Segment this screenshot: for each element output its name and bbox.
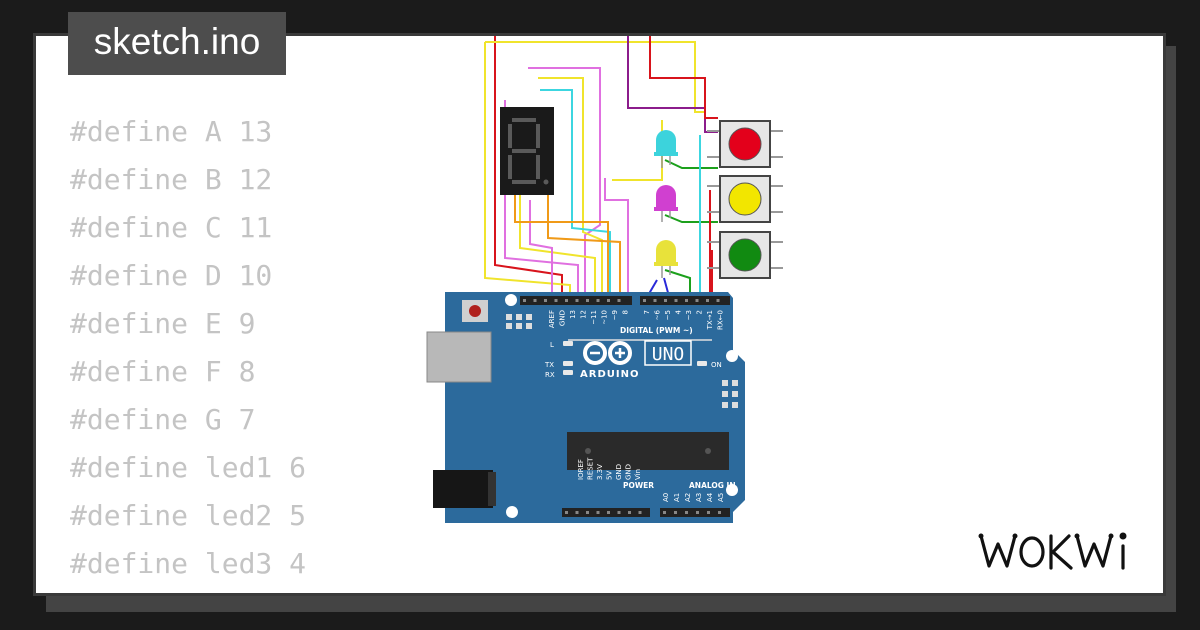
pushbutton-yellow[interactable] <box>707 175 783 223</box>
code-line: #define F 8 <box>70 355 256 388</box>
pin-label: IOREF <box>577 459 585 480</box>
header-pin <box>685 299 688 302</box>
code-line: #define A 13 <box>70 115 273 148</box>
pin-label: A0 <box>662 493 670 502</box>
circuit-diagram: UNO ARDUINO DIGITAL (PWM ~) ANALOG IN PO… <box>426 36 783 523</box>
header-pin <box>544 299 547 302</box>
code-line: #define led3 4 <box>70 547 307 580</box>
header-pin <box>596 511 600 514</box>
led-magenta <box>654 185 678 222</box>
header-pin <box>607 299 610 302</box>
code-line: #define G 7 <box>70 403 256 436</box>
code-line: #define D 10 <box>70 259 273 292</box>
code-line: #define B 12 <box>70 163 273 196</box>
header-pin <box>523 299 526 302</box>
pin-label: 13 <box>569 310 577 319</box>
pin-label: A5 <box>717 493 725 502</box>
pushbutton-green[interactable] <box>707 231 783 279</box>
pin-label: ~3 <box>685 310 693 320</box>
header-pin <box>628 511 631 514</box>
header-pin <box>596 299 600 302</box>
header-pin <box>674 299 678 302</box>
uno-label: UNO <box>652 344 685 365</box>
pin-label: AREF <box>548 310 556 328</box>
header-pin <box>617 511 621 514</box>
pin-label: GND <box>615 464 623 480</box>
pin-label: 4 <box>675 309 683 314</box>
arduino-label: ARDUINO <box>580 369 639 380</box>
header-pin <box>533 299 537 302</box>
header-pin <box>696 511 699 514</box>
header-pin <box>617 299 621 302</box>
pin-label: GND <box>559 310 567 326</box>
rx-label: RX <box>545 371 555 379</box>
header-pin <box>716 299 720 302</box>
pin-label: Vin <box>634 469 642 480</box>
pin-label: ~6 <box>654 309 662 320</box>
pin-label: A1 <box>673 493 681 502</box>
analog-label: ANALOG IN <box>689 481 736 490</box>
led-yellow <box>654 240 678 278</box>
pushbutton-red[interactable] <box>707 120 783 168</box>
header-pin <box>575 299 579 302</box>
header-pin <box>638 511 642 514</box>
header-pin <box>565 299 568 302</box>
code-line: #define E 9 <box>70 307 256 340</box>
header-pin <box>663 511 666 514</box>
pin-label: ~9 <box>611 310 619 320</box>
pin-label: TX→1 <box>706 310 714 330</box>
pin-label: GND <box>625 464 633 480</box>
pin-label: 2 <box>696 310 704 314</box>
header-pin <box>607 511 610 514</box>
header-pin <box>674 511 677 514</box>
header-pin <box>643 299 646 302</box>
pin-label: RESET <box>587 457 595 480</box>
code-line: #define led1 6 <box>70 451 307 484</box>
arduino-uno-board: UNO ARDUINO DIGITAL (PWM ~) ANALOG IN PO… <box>426 292 745 523</box>
header-pin <box>685 511 688 514</box>
pin-label: ~5 <box>664 310 672 320</box>
header-pin <box>653 299 657 302</box>
on-label: ON <box>711 361 722 369</box>
pin-label: A2 <box>684 493 692 502</box>
seven-segment-display <box>500 107 554 195</box>
pin-label: ~10 <box>601 310 609 325</box>
header-pin <box>586 511 589 514</box>
header-pin <box>554 299 558 302</box>
header-pin <box>575 511 579 514</box>
header-pin <box>664 299 667 302</box>
pin-label: 12 <box>580 310 588 319</box>
pin-label: 3.3V <box>596 464 604 480</box>
digital-label: DIGITAL (PWM ~) <box>620 326 693 335</box>
led-cyan <box>654 130 678 168</box>
wokwi-logo <box>978 532 1127 570</box>
pin-label: 8 <box>622 310 630 314</box>
pin-label: ~11 <box>590 310 598 325</box>
pin-label: RX←0 <box>717 310 725 330</box>
power-label: POWER <box>623 481 654 490</box>
header-pin <box>565 511 568 514</box>
header-pin <box>695 299 699 302</box>
code-preview: #define A 13 #define B 12 #define C 11 #def… <box>70 108 307 593</box>
l-led-label: L <box>550 341 554 349</box>
pin-label: 7 <box>643 310 651 314</box>
header-pin <box>706 299 709 302</box>
pin-label: 5V <box>606 471 614 480</box>
code-line: #define led4 3 <box>70 588 306 593</box>
header-pin <box>586 299 589 302</box>
header-pin <box>707 511 710 514</box>
code-line: #define C 11 <box>70 211 273 244</box>
pin-label: A4 <box>706 492 714 502</box>
header-pin <box>718 511 721 514</box>
file-tab[interactable]: sketch.ino <box>68 12 286 75</box>
pin-label: A3 <box>695 493 703 502</box>
tx-label: TX <box>544 361 554 369</box>
code-line: #define led2 5 <box>70 499 307 532</box>
